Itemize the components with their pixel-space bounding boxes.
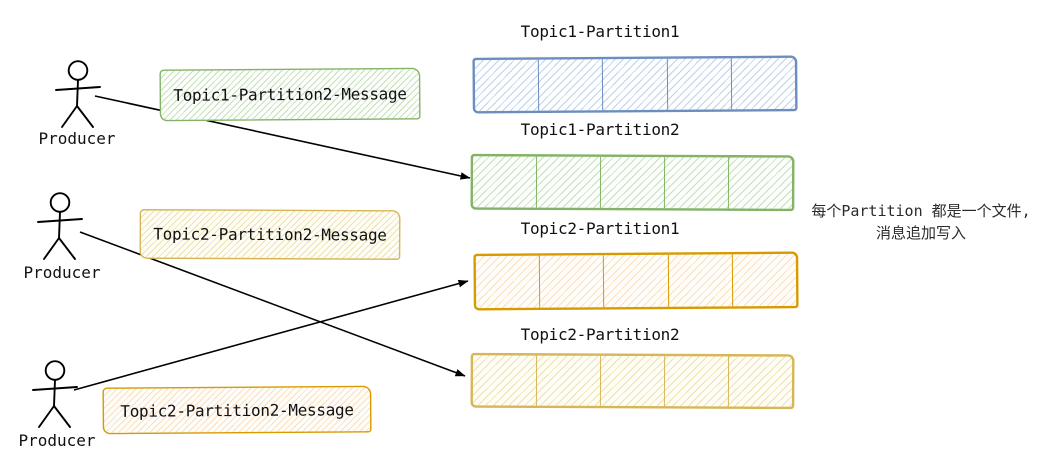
partition-title-topic1-partition2: Topic1-Partition2 [520, 120, 680, 139]
person-icon [37, 192, 83, 260]
partition-cell [540, 255, 605, 308]
partition-cell [536, 355, 602, 406]
message-label: Topic2-Partition2-Message [153, 224, 387, 245]
partition-cell [667, 58, 732, 110]
partition-cell [536, 156, 602, 208]
message-label: Topic1-Partition2-Message [173, 84, 407, 105]
partition-cell [664, 157, 730, 209]
person-icon [32, 360, 78, 428]
person-icon [55, 60, 101, 128]
partition-cell [603, 58, 668, 111]
partition-cell [733, 254, 797, 306]
producer-3 [26, 360, 84, 430]
message-box-topic2-partition2-b: Topic2-Partition2-Message [102, 386, 372, 434]
producer-1 [49, 60, 107, 130]
partition-cell [732, 58, 796, 109]
partition-title-topic2-partition2: Topic2-Partition2 [520, 325, 680, 344]
partition-cell [472, 156, 538, 208]
note-line-1: 每个Partition 都是一个文件, [811, 202, 1031, 220]
partition-cell [729, 157, 792, 208]
partition-cell [668, 254, 733, 307]
message-box-topic1-partition2: Topic1-Partition2-Message [159, 68, 421, 121]
arrow-producer3-to-topic2-partition1 [73, 279, 469, 391]
partition-cell [600, 355, 666, 407]
partition-cell [472, 355, 538, 406]
partition-title-topic2-partition1: Topic2-Partition1 [520, 219, 680, 238]
partition-cell [664, 356, 730, 407]
partition-cell [600, 156, 666, 209]
producer-label: Producer [38, 129, 116, 148]
partition-cell [729, 356, 792, 406]
producer-label: Producer [23, 263, 101, 282]
partition-cell [539, 59, 604, 111]
partition-cell [604, 254, 669, 308]
producer-label: Producer [18, 431, 96, 450]
message-label: Topic2-Partition2-Message [120, 399, 354, 421]
partition-strip-topic1-partition2 [470, 154, 795, 211]
partition-strip-topic1-partition1 [472, 55, 798, 114]
note-line-2: 消息追加写入 [875, 223, 966, 242]
partition-strip-topic2-partition1 [473, 251, 799, 311]
annotation-note: 每个Partition 都是一个文件, 消息追加写入 [796, 201, 1046, 245]
partition-strip-topic2-partition2 [470, 353, 795, 409]
partition-cell [475, 255, 541, 309]
partition-cell [474, 59, 540, 112]
partition-title-topic1-partition1: Topic1-Partition1 [520, 22, 680, 41]
producer-2 [31, 192, 89, 262]
message-box-topic2-partition2-a: Topic2-Partition2-Message [139, 209, 401, 260]
